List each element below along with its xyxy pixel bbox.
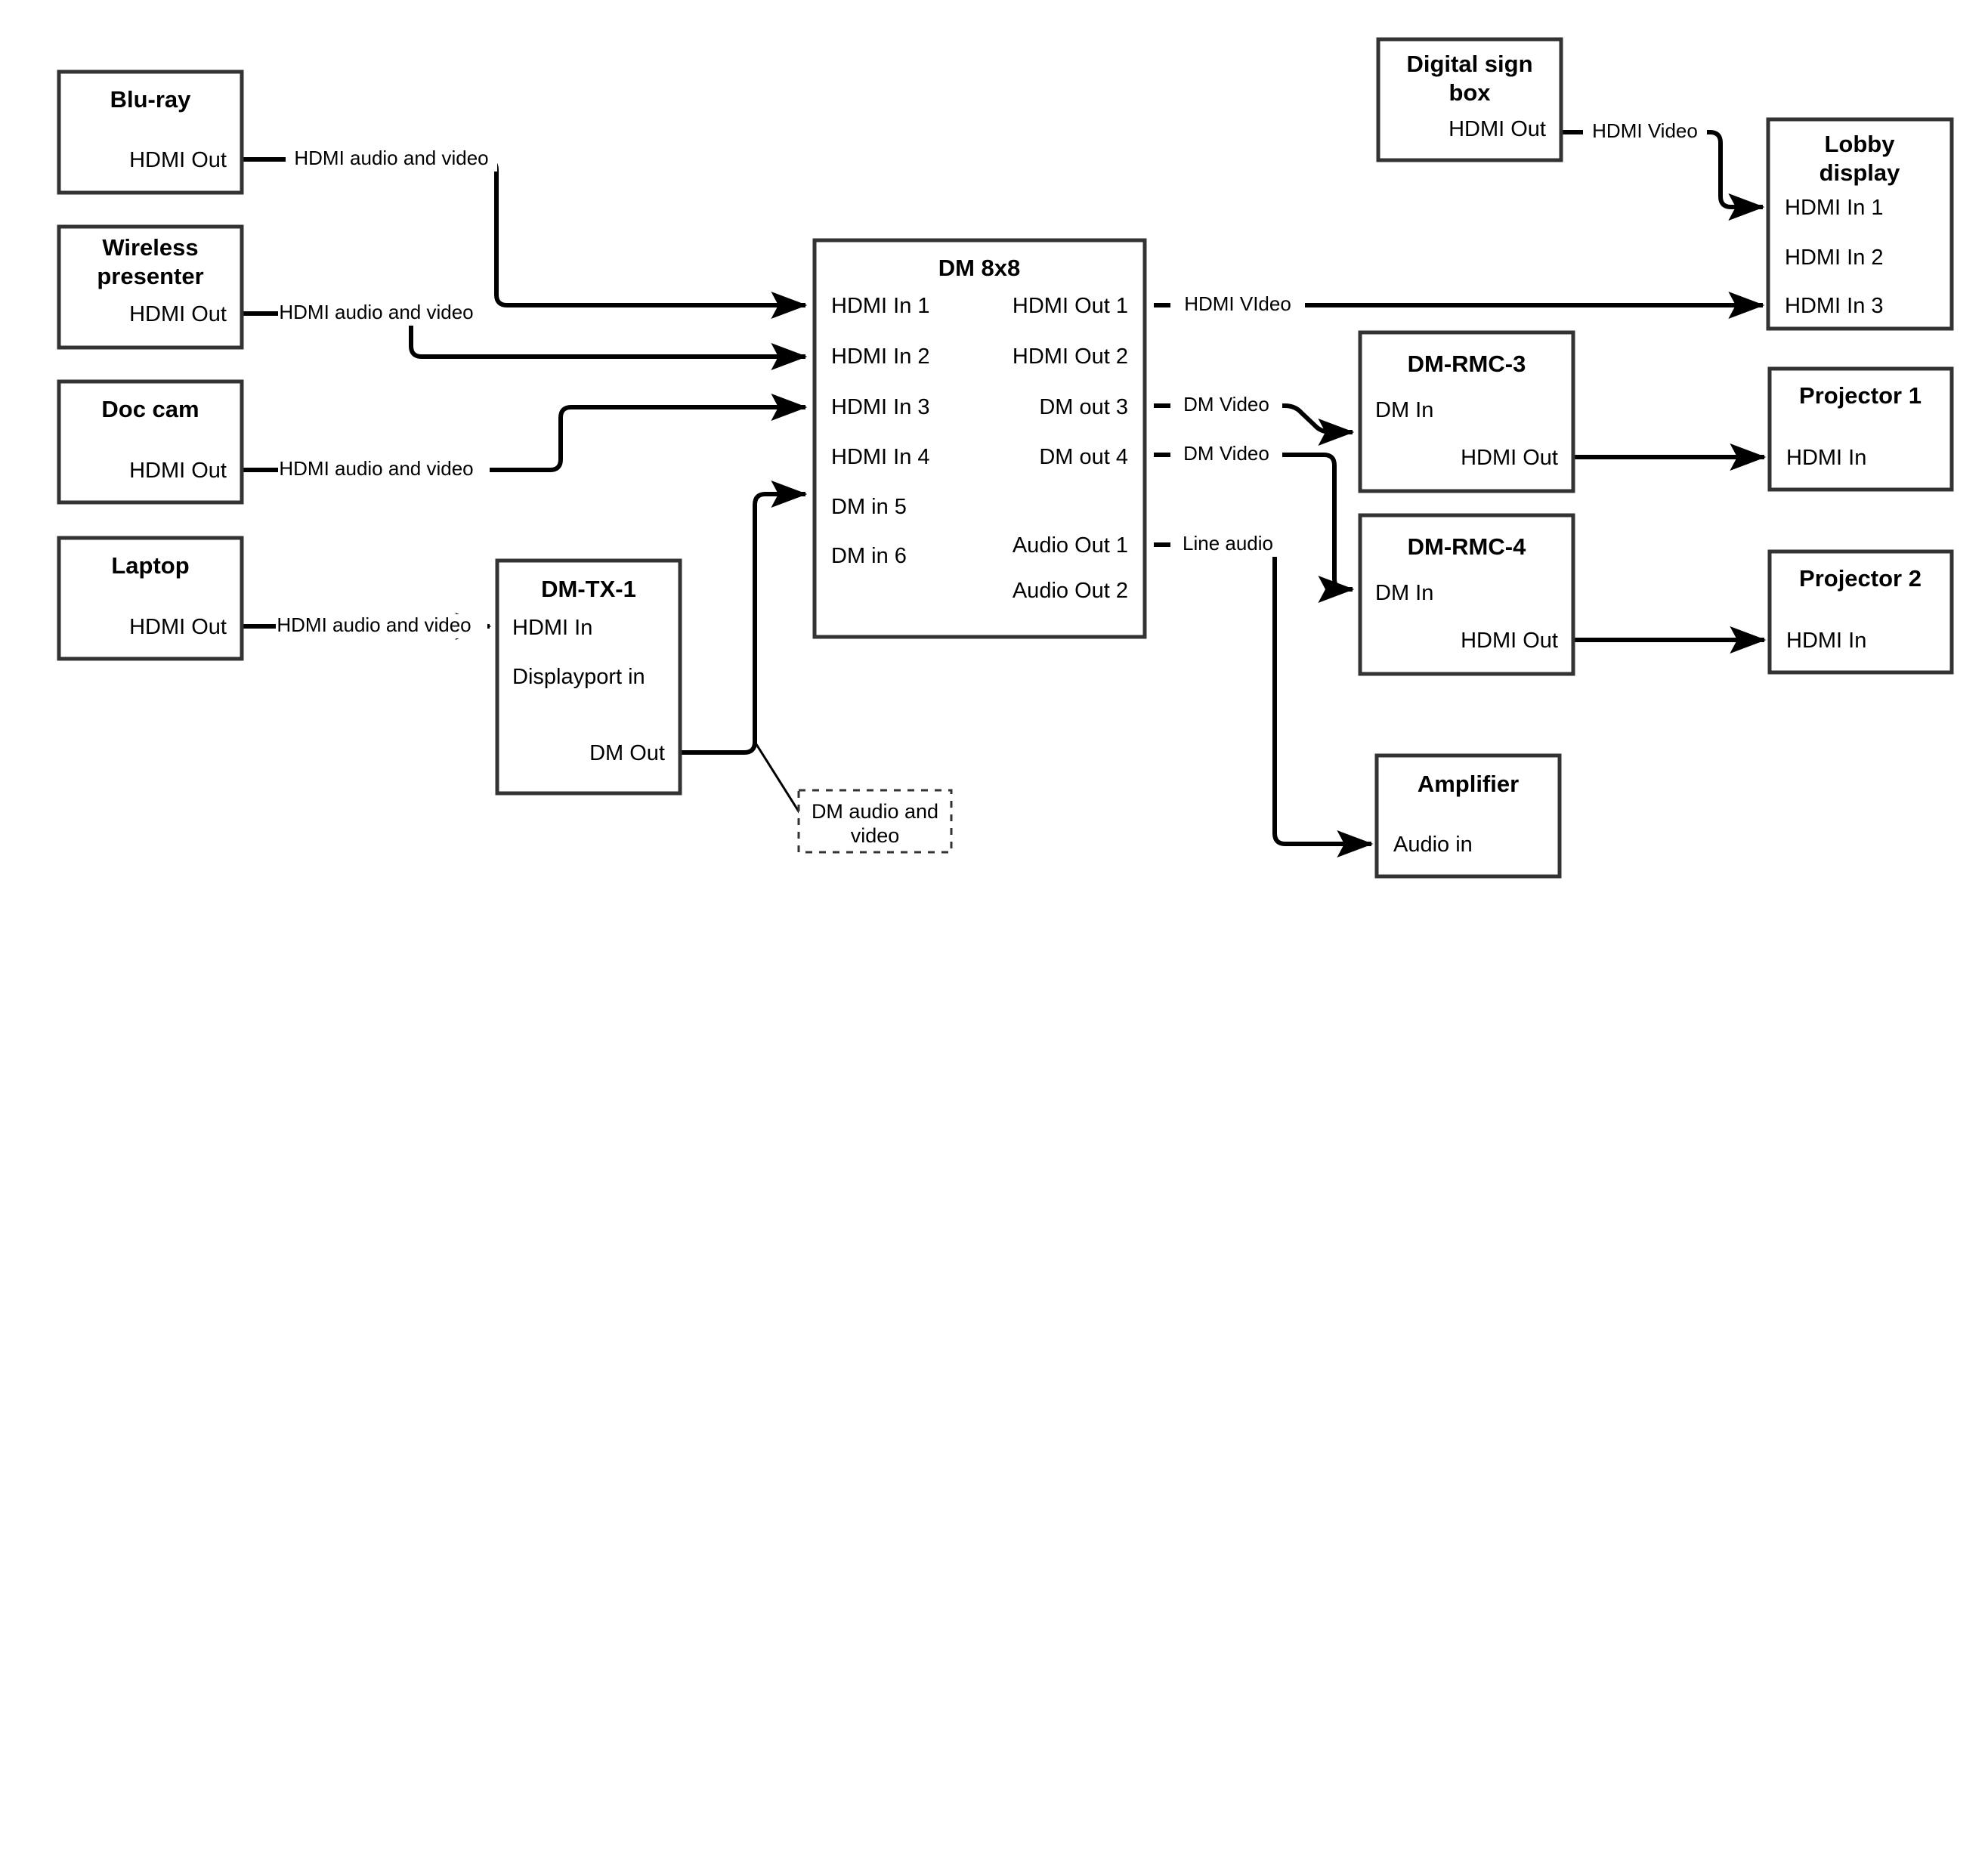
amplifier-box[interactable] [1374, 753, 1562, 879]
callout-box [797, 789, 953, 854]
node-bluray[interactable]: Blu-ray HDMI Out [57, 70, 244, 195]
lobby-display-port-hdmi-in-1[interactable]: HDMI In 1 [1785, 196, 1884, 220]
note-dm-audio-and-video: DM audio and video [797, 789, 953, 854]
edge-label-bluray: HDMI audio and video [294, 147, 488, 169]
node-wireless-presenter[interactable]: Wireless presenter HDMI Out [57, 224, 244, 350]
edge-label-sign-hdmi-video: HDMI Video [1592, 119, 1698, 142]
edge-doccam-to-dm8x8: HDMI audio and video [242, 393, 808, 482]
projector-2-title: Projector 2 [1799, 565, 1922, 592]
edge-bluray-to-dm8x8: HDMI audio and video [242, 147, 808, 319]
dm-8x8-input-hdmi-in-3[interactable]: HDMI In 3 [831, 395, 930, 419]
laptop-box[interactable] [57, 536, 244, 661]
callout-line2: video [851, 824, 900, 847]
dm-8x8-input-hdmi-in-4[interactable]: HDMI In 4 [831, 445, 930, 469]
dm-tx-1-port-hdmi-in[interactable]: HDMI In [512, 616, 592, 640]
dm-8x8-input-hdmi-in-1[interactable]: HDMI In 1 [831, 294, 930, 318]
node-lobby-display[interactable]: Lobby display HDMI In 1 HDMI In 2 HDMI I… [1766, 117, 1954, 331]
bluray-title: Blu-ray [110, 86, 192, 113]
node-dm-rmc-4[interactable]: DM-RMC-4 DM In HDMI Out [1358, 513, 1575, 676]
projector-1-port-hdmi-in[interactable]: HDMI In [1786, 446, 1866, 470]
edge-dm8x8-to-lobby-hdmi3: HDMI VIdeo [1154, 291, 1765, 319]
dm-8x8-output-audio-out-1[interactable]: Audio Out 1 [1013, 533, 1128, 558]
node-amplifier[interactable]: Amplifier Audio in [1374, 753, 1562, 879]
digital-sign-box[interactable] [1376, 37, 1563, 162]
dm-rmc-3-port-dm-in[interactable]: DM In [1375, 398, 1433, 422]
projector-2-port-hdmi-in[interactable]: HDMI In [1786, 629, 1866, 653]
dm-8x8-output-dm-out-3[interactable]: DM out 3 [1039, 395, 1128, 419]
edge-dmtx1-to-dm8x8 [680, 480, 808, 755]
wireless-presenter-box[interactable] [57, 224, 244, 350]
lobby-display-title-line2: display [1819, 159, 1901, 186]
edge-label-line-audio: Line audio [1183, 532, 1273, 555]
dm-8x8-box[interactable] [812, 238, 1147, 639]
dm-tx-1-port-displayport-in[interactable]: Displayport in [512, 665, 645, 689]
dm-tx-1-title: DM-TX-1 [541, 576, 636, 602]
dm-8x8-output-hdmi-out-1[interactable]: HDMI Out 1 [1013, 294, 1128, 318]
edge-label-dm-video-3: DM Video [1183, 393, 1269, 416]
digital-sign-title-line1: Digital sign [1406, 51, 1532, 77]
laptop-port-hdmi-out[interactable]: HDMI Out [129, 615, 227, 639]
dm-8x8-title: DM 8x8 [938, 255, 1021, 281]
wireless-presenter-title-line2: presenter [97, 263, 203, 289]
edge-dm8x8-to-rmc4: DM Video [1154, 442, 1355, 603]
dm-rmc-3-box[interactable] [1358, 330, 1575, 493]
dm-tx-1-box[interactable] [495, 558, 682, 796]
edge-label-doccam: HDMI audio and video [279, 457, 473, 480]
dm-rmc-4-port-dm-in[interactable]: DM In [1375, 581, 1433, 605]
doc-cam-box[interactable] [57, 379, 244, 505]
wireless-presenter-port-hdmi-out[interactable]: HDMI Out [129, 302, 227, 326]
callout-line1: DM audio and [812, 800, 938, 823]
lobby-display-title-line1: Lobby [1825, 131, 1896, 157]
laptop-title: Laptop [111, 552, 189, 579]
bluray-box[interactable] [57, 70, 244, 195]
edge-signbox-to-lobby-hdmi1: HDMI Video [1561, 119, 1765, 221]
edge-dm8x8-to-amplifier: Line audio [1154, 532, 1374, 857]
dm-8x8-input-hdmi-in-2[interactable]: HDMI In 2 [831, 345, 930, 369]
dm-rmc-3-title: DM-RMC-3 [1408, 351, 1526, 377]
bluray-port-hdmi-out[interactable]: HDMI Out [129, 148, 227, 172]
node-digital-sign-box[interactable]: Digital sign box HDMI Out [1376, 37, 1563, 162]
node-dm-8x8[interactable]: DM 8x8 HDMI In 1 HDMI In 2 HDMI In 3 HDM… [812, 238, 1147, 639]
digital-sign-port-hdmi-out[interactable]: HDMI Out [1448, 117, 1546, 141]
projector-2-box[interactable] [1767, 549, 1954, 675]
amplifier-title: Amplifier [1418, 771, 1519, 797]
node-projector-1[interactable]: Projector 1 HDMI In [1767, 366, 1954, 492]
dm-8x8-input-dm-in-6[interactable]: DM in 6 [831, 544, 907, 568]
dm-rmc-4-box[interactable] [1358, 513, 1575, 676]
av-signal-flow-diagram: HDMI audio and video HDMI audio and vide… [57, 37, 1954, 879]
dm-8x8-output-hdmi-out-2[interactable]: HDMI Out 2 [1013, 345, 1128, 369]
dm-tx-1-port-dm-out[interactable]: DM Out [589, 741, 665, 765]
node-dm-tx-1[interactable]: DM-TX-1 HDMI In Displayport in DM Out [495, 558, 682, 796]
node-projector-2[interactable]: Projector 2 HDMI In [1767, 549, 1954, 675]
callout-leader-line [753, 741, 804, 818]
edge-laptop-to-dmtx1: HDMI audio and video [242, 612, 492, 640]
amplifier-port-audio-in[interactable]: Audio in [1393, 833, 1473, 857]
lobby-display-box[interactable] [1766, 117, 1954, 331]
edge-label-laptop: HDMI audio and video [277, 613, 471, 636]
dm-8x8-output-audio-out-2[interactable]: Audio Out 2 [1013, 579, 1128, 603]
edge-wireless-to-dm8x8: HDMI audio and video [242, 301, 808, 370]
digital-sign-title-line2: box [1448, 79, 1491, 106]
dm-8x8-output-dm-out-4[interactable]: DM out 4 [1039, 445, 1128, 469]
node-laptop[interactable]: Laptop HDMI Out [57, 536, 244, 661]
projector-1-title: Projector 1 [1799, 382, 1922, 409]
edge-dm8x8-to-rmc3: DM Video [1154, 393, 1355, 446]
dm-rmc-3-port-hdmi-out[interactable]: HDMI Out [1461, 446, 1558, 470]
edge-label-hdmi-video: HDMI VIdeo [1184, 292, 1291, 315]
edge-label-wireless: HDMI audio and video [279, 301, 473, 323]
doc-cam-port-hdmi-out[interactable]: HDMI Out [129, 459, 227, 483]
doc-cam-title: Doc cam [101, 396, 199, 422]
projector-1-box[interactable] [1767, 366, 1954, 492]
dm-rmc-4-port-hdmi-out[interactable]: HDMI Out [1461, 629, 1558, 653]
lobby-display-port-hdmi-in-2[interactable]: HDMI In 2 [1785, 246, 1884, 270]
dm-rmc-4-title: DM-RMC-4 [1408, 533, 1526, 560]
wireless-presenter-title-line1: Wireless [102, 234, 198, 261]
dm-8x8-input-dm-in-5[interactable]: DM in 5 [831, 495, 907, 519]
lobby-display-port-hdmi-in-3[interactable]: HDMI In 3 [1785, 294, 1884, 318]
edge-label-dm-video-4: DM Video [1183, 442, 1269, 465]
node-dm-rmc-3[interactable]: DM-RMC-3 DM In HDMI Out [1358, 330, 1575, 493]
node-doc-cam[interactable]: Doc cam HDMI Out [57, 379, 244, 505]
